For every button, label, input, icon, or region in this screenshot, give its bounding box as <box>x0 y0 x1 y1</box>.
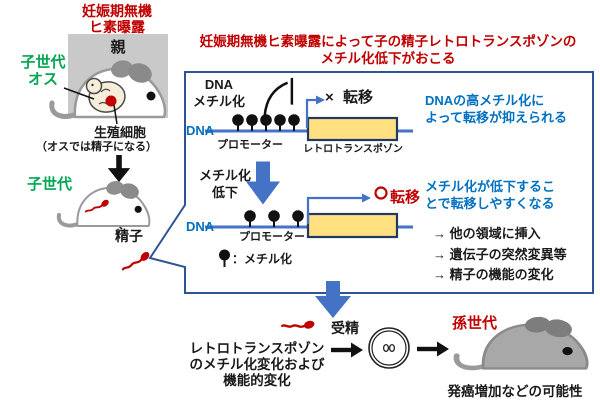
promoter-label: プロモーター <box>217 139 283 151</box>
mouse-ear <box>544 319 572 338</box>
germ-cell-note: （オスでは精子になる） <box>36 141 157 153</box>
fertilization-label: 受精 <box>331 320 359 336</box>
sperm-icon <box>84 199 109 213</box>
retrotransposon-label: レトロトランスポゾン <box>303 144 403 155</box>
hypomethylation-label: メチル化 低下 <box>194 167 256 201</box>
mouse-eye <box>146 91 156 101</box>
dna-strand-high-methylation <box>205 95 413 142</box>
germ-cell-label: 生殖細胞 <box>93 125 146 140</box>
promoter-label: プロモーター <box>239 231 305 243</box>
mouse-ear <box>524 316 551 333</box>
mouse-tail <box>49 100 80 119</box>
dna-methylation-line2: メチル化 <box>192 94 245 109</box>
hypomethylation-line1: メチル化 <box>198 168 251 183</box>
mouse-ear <box>111 60 133 78</box>
offspring-mouse-icon <box>56 181 151 228</box>
main-title-line1: 妊娠期無機ヒ素曝露によって子の精子レトロトランスポゾンの <box>199 34 577 49</box>
germ-cell-dot <box>105 95 117 107</box>
result-line2: のメチル化変化および <box>189 357 325 372</box>
methyl-lollipop-icons <box>244 210 304 227</box>
mouse-ear <box>119 183 139 199</box>
pronucleus <box>388 343 396 353</box>
low-methylation-note-line1: メチル化が低下するこ <box>425 179 556 194</box>
mouse-ear <box>128 63 152 83</box>
pronucleus <box>382 343 390 353</box>
transposition-active-circle <box>374 186 388 200</box>
retrotransposon-box <box>306 116 399 142</box>
outcome-label: 発癌増加などの可能性 <box>447 384 583 399</box>
sperm-label: 精子 <box>115 228 143 244</box>
dna-methylation-line1: DNA <box>204 77 234 92</box>
offspring-male-label: 子世代 オス <box>8 54 78 88</box>
high-methylation-note-line2: よって転移が抑えられる <box>425 110 567 125</box>
methyl-lollipop-icons <box>232 114 300 131</box>
main-title: 妊娠期無機ヒ素曝露によって子の精子レトロトランスポゾンの メチル化低下がおこる <box>183 33 593 67</box>
mouse-eye <box>134 205 142 213</box>
low-methylation-note: メチル化が低下するこ とで転移しやすくなる <box>425 178 593 212</box>
mouse-ear <box>106 181 124 195</box>
result-text: レトロトランスポゾン のメチル化変化および 機能的変化 <box>181 341 333 389</box>
dna-methylation-label: DNA メチル化 <box>186 76 252 110</box>
hypomethylation-line2: 低下 <box>211 185 238 200</box>
transposition-label: 転移 <box>342 89 373 106</box>
consequence-item: → 遺伝子の突然変異等 <box>433 247 567 262</box>
right-arrow-icon <box>417 341 449 357</box>
low-methylation-note-line2: とで転移しやすくなる <box>425 196 555 211</box>
mouse-tail <box>56 212 81 228</box>
offspring-male-line2: オス <box>27 71 58 88</box>
grandchild-mouse-icon <box>453 316 589 371</box>
block-down-arrow-icon <box>246 161 280 205</box>
transposition-label-active: 転移 <box>390 189 421 206</box>
transcription-arrow-icon <box>306 193 371 224</box>
offspring-label: 子世代 <box>27 176 73 193</box>
grandchild-label: 孫世代 <box>452 315 498 332</box>
fertilized-egg-icon <box>368 327 410 369</box>
consequence-item: → 精子の機能の変化 <box>433 267 554 282</box>
blocked-x-mark: × <box>325 89 334 106</box>
mouse-eye <box>562 347 573 356</box>
main-title-line2: メチル化低下がおこる <box>320 51 456 66</box>
block-down-arrow-icon <box>315 281 351 318</box>
sperm-icon <box>281 320 315 329</box>
inhibition-icon <box>263 77 294 117</box>
down-arrow-icon <box>107 155 131 183</box>
result-line1: レトロトランスポゾン <box>189 341 325 356</box>
exposure-title-line2: ヒ素曝露 <box>89 19 145 35</box>
high-methylation-note: DNAの高メチル化に よって転移が抑えられる <box>425 92 593 126</box>
result-line3: 機能的変化 <box>223 373 291 388</box>
callout-panel-border <box>148 71 594 294</box>
legend-label: ：メチル化 <box>232 252 293 266</box>
exposure-title: 妊娠期無機 ヒ素曝露 <box>52 3 182 35</box>
parent-mouse-icon <box>49 60 167 119</box>
high-methylation-note-line1: DNAの高メチル化に <box>425 93 545 108</box>
methyl-lollipop-legend-icon <box>219 249 230 267</box>
sperm-icon <box>121 251 150 271</box>
retrotransposon-box <box>306 212 399 239</box>
dna-strand-low-methylation <box>205 186 413 239</box>
right-arrow-icon <box>331 342 363 358</box>
dna-label: DNA <box>186 123 215 138</box>
offspring-male-line1: 子世代 <box>20 54 66 71</box>
mouse-tail <box>453 353 489 371</box>
dna-label: DNA <box>186 219 215 234</box>
exposure-title-line1: 妊娠期無機 <box>82 3 152 19</box>
transcription-arrow-icon <box>305 95 325 128</box>
consequence-item: → 他の領域に挿入 <box>433 226 541 241</box>
blocked-transposition-label: × 転移 <box>325 89 373 107</box>
parent-label: 親 <box>110 39 126 56</box>
